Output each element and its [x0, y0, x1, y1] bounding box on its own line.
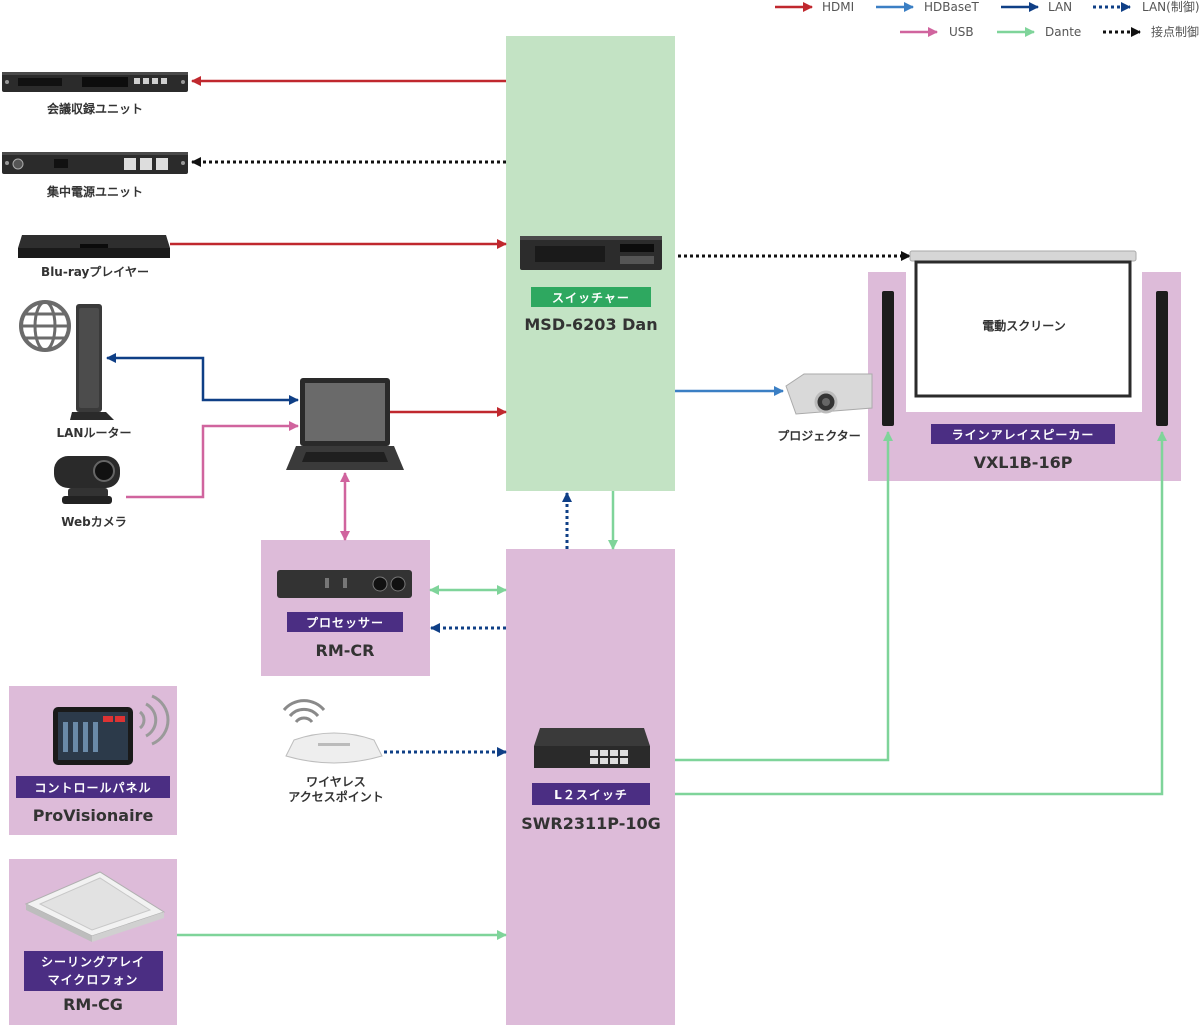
dante-speaker-left-line	[675, 431, 893, 762]
ap-label-line2: アクセスポイント	[288, 789, 383, 804]
projector-device	[785, 373, 873, 415]
wifi-signal-icon	[138, 694, 170, 746]
wifi-icon	[282, 699, 326, 724]
legend-label: Dante	[1045, 25, 1081, 39]
router-device	[70, 304, 114, 420]
power-label: 集中電源ユニット	[46, 184, 143, 199]
speaker-model: VXL1B-16P	[974, 453, 1073, 472]
switcher-model: MSD-6203 Dan	[524, 315, 657, 334]
router-label: LANルーター	[57, 426, 132, 440]
legend-label: 接点制御	[1151, 24, 1199, 39]
laptop-device	[286, 378, 404, 470]
screen-device	[909, 250, 1137, 398]
legend-label: USB	[949, 25, 974, 39]
legend-label: LAN(制御)	[1142, 0, 1200, 14]
control-panel-model: ProVisionaire	[33, 806, 154, 825]
processor-badge	[287, 612, 403, 632]
ceiling-mic-badge-line2: マイクロフォン	[48, 973, 139, 987]
switcher-badge-text: スイッチャー	[552, 291, 630, 305]
speaker-badge	[931, 424, 1115, 444]
ap-label-line1: ワイヤレス	[306, 775, 366, 789]
speaker-right-device	[1156, 291, 1168, 426]
webcam-device	[54, 456, 120, 504]
recorder-label: 会議収録ユニット	[47, 101, 143, 116]
bluray-device	[18, 235, 170, 258]
ceiling-mic-badge	[24, 951, 163, 991]
processor-badge-text: プロセッサー	[306, 615, 384, 630]
l2switch-device	[534, 728, 650, 768]
usb-webcam-line	[126, 421, 299, 499]
speaker-badge-text: ラインアレイスピーカー	[952, 428, 1095, 442]
legend-label: HDMI	[822, 0, 854, 14]
ceiling-mic-badge-line1: シーリングアレイ	[41, 954, 145, 969]
processor-block	[261, 540, 430, 676]
l2switch-model: SWR2311P-10G	[521, 814, 661, 833]
legend-label: LAN	[1048, 0, 1072, 14]
tablet-device	[53, 707, 133, 765]
switcher-device	[520, 236, 662, 270]
dante-speaker-right-line	[675, 431, 1167, 796]
ceiling-mic-model: RM-CG	[63, 995, 123, 1014]
processor-model: RM-CR	[316, 641, 375, 660]
recorder-device	[2, 72, 188, 92]
legend: HDMI HDBaseT LAN LAN(制御) USB Dante 接点制御	[775, 0, 1200, 39]
l2switch-badge	[532, 783, 650, 805]
lan-router-line	[106, 353, 299, 405]
speaker-left-device	[882, 291, 894, 426]
screen-label: 電動スクリーン	[982, 318, 1065, 333]
wireless-ap-device	[285, 732, 383, 764]
legend-label: HDBaseT	[924, 0, 979, 14]
bluray-label: Blu-rayプレイヤー	[41, 264, 149, 279]
webcam-label: Webカメラ	[61, 515, 127, 529]
l2switch-badge-text: L２スイッチ	[554, 788, 628, 802]
control-panel-badge	[16, 776, 170, 798]
processor-device	[277, 570, 412, 598]
ceiling-mic-device	[24, 871, 166, 942]
switcher-badge	[531, 287, 651, 307]
control-panel-badge-text: コントロールパネル	[34, 781, 151, 795]
globe-icon	[19, 300, 71, 352]
projector-label: プロジェクター	[777, 428, 861, 443]
power-device	[2, 152, 188, 174]
